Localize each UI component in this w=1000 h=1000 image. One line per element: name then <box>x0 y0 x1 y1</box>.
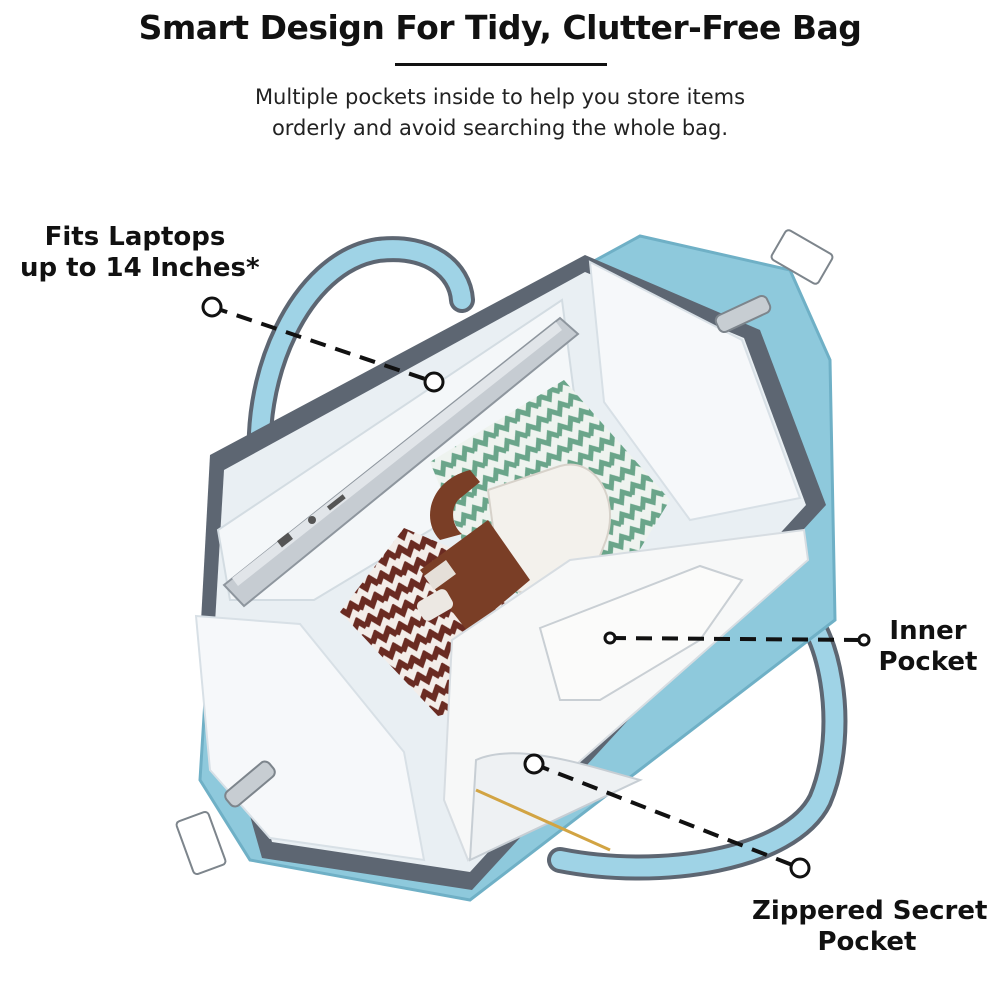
callout-inner-label: Inner Pocket <box>876 616 980 678</box>
title-underline <box>395 63 607 66</box>
callout-laptop-line <box>201 296 445 393</box>
laptop <box>222 316 580 608</box>
side-lining-right <box>588 260 802 522</box>
side-lining-left <box>194 614 426 862</box>
callout-zip-line2: Pocket <box>817 927 917 957</box>
callout-inner-line1: Inner <box>889 616 967 646</box>
callout-zip-line1: Zippered Secret <box>752 896 988 926</box>
callout-laptop-line1: Fits Laptops <box>44 222 226 252</box>
zip-pull-top <box>714 229 834 334</box>
callout-laptop-label: Fits Laptops up to 14 Inches* <box>20 222 260 284</box>
zipper-pocket-edge <box>468 752 643 862</box>
subtitle-line-2: orderly and avoid searching the whole ba… <box>271 116 729 140</box>
callout-zip-line <box>523 753 811 879</box>
handle-top <box>246 236 475 491</box>
callout-zip-label: Zippered Secret Pocket <box>752 896 988 958</box>
callout-inner-line2: Pocket <box>878 647 978 677</box>
page-subtitle: Multiple pockets inside to help you stor… <box>0 82 1000 144</box>
subtitle-line-1: Multiple pockets inside to help you stor… <box>254 85 746 109</box>
callout-inner-line <box>603 631 871 647</box>
page-title: Smart Design For Tidy, Clutter-Free Bag <box>138 8 862 47</box>
zipper-line <box>475 788 611 852</box>
handle-bottom <box>547 587 848 881</box>
callout-laptop-line2: up to 14 Inches* <box>20 253 260 283</box>
zip-pull-bottom <box>175 760 276 875</box>
